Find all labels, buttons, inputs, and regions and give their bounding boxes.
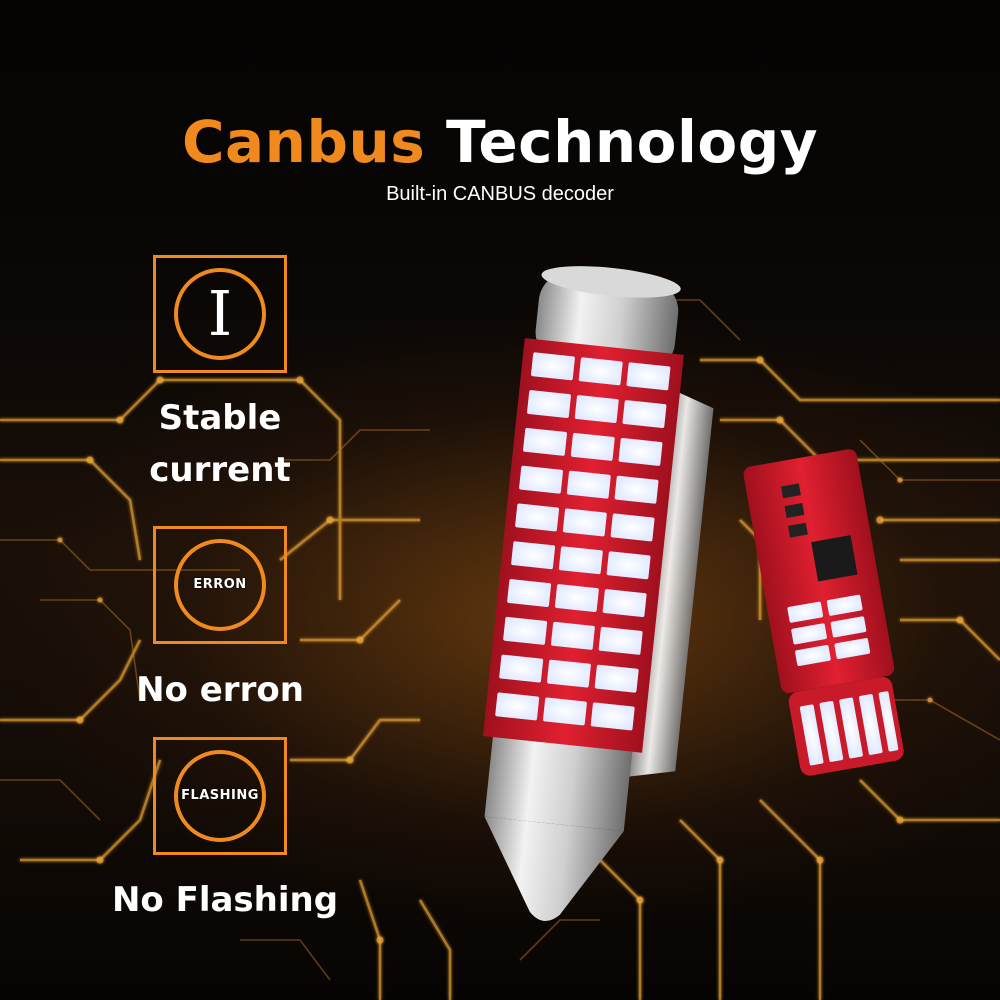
feature-label-line2: current — [149, 450, 291, 490]
led-chip — [614, 475, 659, 504]
led-chip — [590, 702, 635, 731]
headline-main: Technology — [445, 108, 819, 176]
led-chip — [558, 546, 603, 575]
current-glyph: I — [207, 277, 233, 350]
led-chip — [626, 362, 671, 391]
badge-ring — [174, 750, 266, 842]
led-chip — [554, 584, 599, 612]
t10-wedge-led-bulb — [743, 449, 904, 776]
feature-label-no-flashing: No Flashing — [111, 880, 339, 920]
led-chip — [606, 551, 651, 580]
led-chip — [546, 659, 591, 688]
headline: Canbus Technology — [0, 108, 1000, 176]
stable-current-icon: I — [153, 255, 287, 373]
led-chip — [519, 465, 563, 494]
led-chip — [618, 437, 663, 466]
led-chip — [598, 626, 643, 655]
led-chip — [566, 470, 611, 499]
led-chip — [578, 357, 623, 386]
badge-ring — [174, 268, 266, 360]
badge-ring — [174, 539, 266, 631]
led-chip — [499, 654, 544, 683]
badge-word: ERRON — [193, 577, 247, 592]
led-chip — [515, 503, 560, 532]
led-chip — [503, 616, 548, 645]
badge-word: FLASHING — [181, 788, 259, 803]
led-chip — [550, 621, 595, 650]
led-chip-grid — [495, 352, 671, 731]
subtitle: Built-in CANBUS decoder — [386, 183, 614, 205]
festoon-led-bulb — [482, 266, 714, 921]
led-chip — [495, 692, 540, 721]
led-chip — [570, 432, 615, 461]
led-chip — [622, 400, 667, 429]
feature-label-line1: Stable — [158, 398, 282, 438]
no-flashing-icon: FLASHING — [153, 737, 287, 855]
led-chip — [527, 390, 571, 419]
headline-accent: Canbus — [181, 108, 426, 176]
led-chip — [507, 579, 552, 607]
feature-label-no-error: No erron — [136, 670, 304, 710]
led-chip — [531, 352, 575, 381]
led-chip — [610, 513, 655, 542]
led-chip — [511, 541, 556, 570]
led-chip — [523, 427, 567, 456]
no-error-icon: ERRON — [153, 526, 287, 644]
led-chip — [574, 395, 619, 424]
led-chip — [562, 508, 607, 537]
feature-label-stable-current: Stable current — [120, 392, 320, 496]
led-chip — [602, 589, 647, 617]
led-chip — [543, 697, 587, 726]
led-chip — [594, 664, 639, 693]
